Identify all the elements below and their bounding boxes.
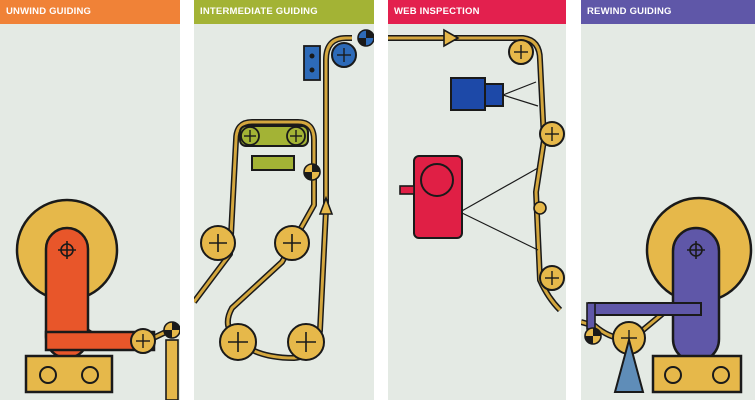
panel-header: REWIND GUIDING: [581, 0, 755, 24]
actuator-block: [251, 155, 295, 171]
light-source-icon: [399, 155, 539, 251]
sensor-icon: [584, 327, 602, 345]
roller-icon: [286, 126, 306, 146]
roller-icon: [539, 265, 565, 291]
roller-icon: [331, 42, 357, 68]
panel-rewind-guiding: REWIND GUIDING: [581, 0, 755, 400]
sensor-icon: [533, 201, 547, 215]
unwind-diagram: [15, 198, 180, 400]
roller-icon: [219, 323, 257, 361]
guide-arm-icon: [588, 302, 702, 316]
inspection-diagram: [388, 28, 565, 313]
panel-web-inspection: WEB INSPECTION: [388, 0, 566, 400]
stand-icon: [613, 336, 645, 393]
base-icon: [24, 354, 114, 394]
roller-icon: [539, 121, 565, 147]
panel-unwind-guiding: UNWIND GUIDING: [0, 0, 180, 400]
roller-icon: [274, 225, 310, 261]
panel-title: INTERMEDIATE GUIDING: [200, 6, 318, 17]
roller-icon: [200, 225, 236, 261]
panel-title: WEB INSPECTION: [394, 6, 480, 17]
sensor-icon: [357, 29, 374, 47]
panel-header: UNWIND GUIDING: [0, 0, 180, 24]
camera-icon: [450, 77, 539, 111]
crosshair-icon: [136, 334, 150, 348]
arrow-icon: [318, 195, 334, 215]
panel-intermediate-guiding: INTERMEDIATE GUIDING: [194, 0, 374, 400]
base-icon: [651, 354, 743, 394]
crosshair-icon: [687, 241, 705, 259]
panel-header: WEB INSPECTION: [388, 0, 566, 24]
sensor-icon: [303, 163, 321, 181]
panel-header: INTERMEDIATE GUIDING: [194, 0, 374, 24]
sensor-icon: [163, 321, 180, 400]
roller-icon: [287, 323, 325, 361]
roller-icon: [240, 126, 260, 146]
rewind-diagram: [581, 196, 753, 394]
roller-icon: [508, 39, 534, 65]
intermediate-diagram: [194, 29, 374, 361]
web-path: [194, 35, 352, 361]
crosshair-icon: [58, 241, 76, 259]
arrow-icon: [443, 28, 460, 48]
panel-title: REWIND GUIDING: [587, 6, 672, 17]
panel-title: UNWIND GUIDING: [6, 6, 92, 17]
sensor-icon: [303, 45, 321, 81]
